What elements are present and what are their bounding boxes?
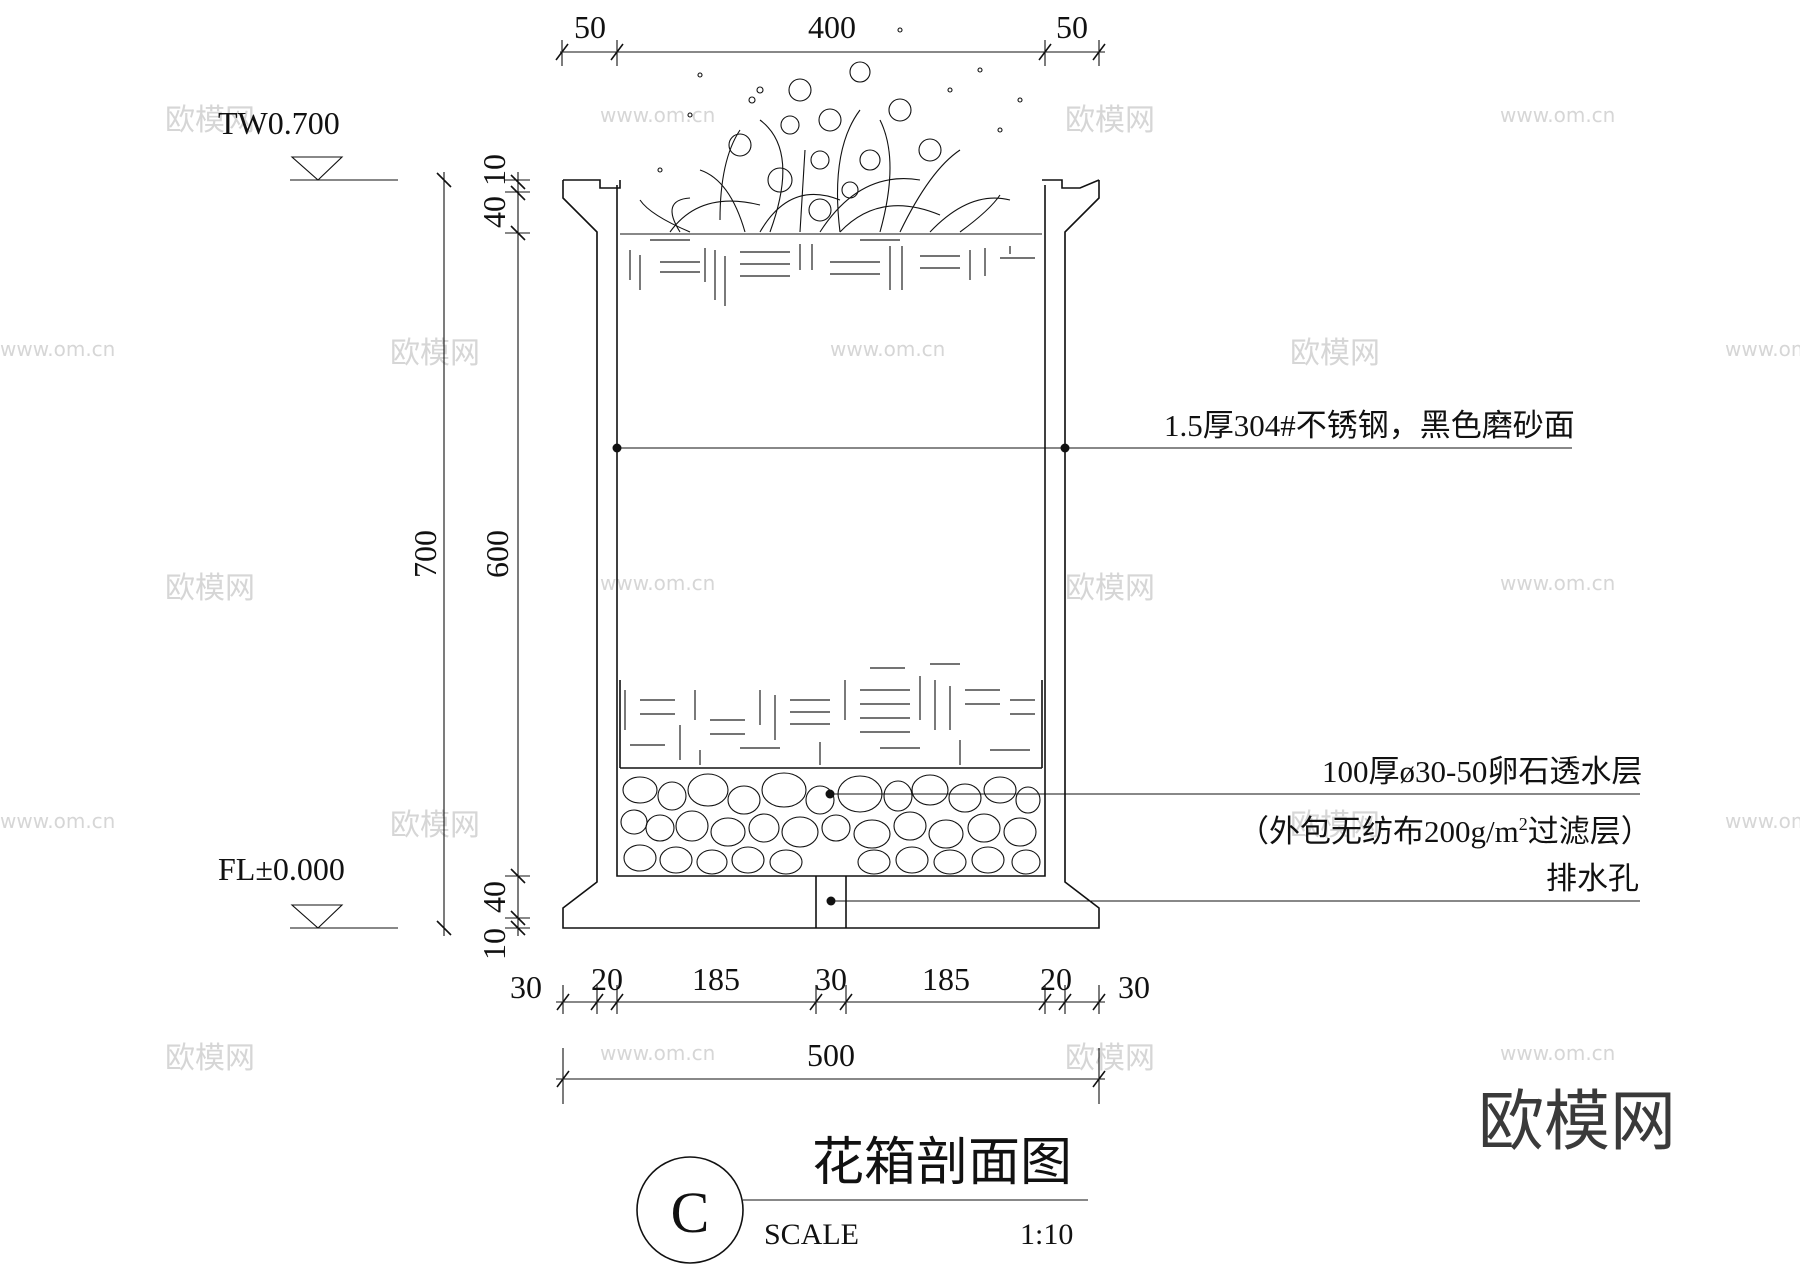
watermark-brand: 欧模网 [165, 103, 255, 138]
bottom-dimension-detail: 30 20 185 30 185 20 30 [510, 961, 1150, 1014]
dim-left-top-40: 40 [476, 196, 512, 228]
dim-bottom-185-left: 185 [692, 961, 740, 997]
brand-logo: 欧模网 [1478, 1083, 1676, 1160]
dim-left-total: 700 [407, 530, 443, 578]
watermark-brand: 欧模网 [1065, 103, 1155, 138]
scale-label: SCALE [764, 1218, 859, 1251]
note-filter: （外包无纺布200g/m2过滤层） [1238, 814, 1652, 849]
gravel-layer [620, 772, 1041, 875]
soil-hatch-bottom [624, 663, 1035, 765]
dim-top-middle: 400 [808, 9, 856, 45]
annotation-gravel: 100厚ø30-50卵石透水层 （外包无纺布200g/m2过滤层） [825, 754, 1652, 849]
watermark-url: www.om.cn [1500, 103, 1615, 127]
annotation-drain: 排水孔 [826, 861, 1640, 906]
dim-top-right: 50 [1056, 9, 1088, 45]
watermark-url: www.om.cn [1725, 809, 1800, 833]
watermark-url: www.om.cn [0, 337, 115, 361]
plant-illustration [639, 27, 1023, 233]
level-marker-top: TW0.700 [218, 105, 398, 181]
watermark-brand: 欧模网 [1290, 808, 1380, 843]
level-marker-floor: FL±0.000 [218, 851, 398, 929]
level-floor-label: FL±0.000 [218, 851, 345, 887]
watermark-brand: 欧模网 [165, 571, 255, 606]
bottom-dimension-total: 500 [556, 1037, 1106, 1104]
drawing-title: 花箱剖面图 [812, 1135, 1072, 1192]
watermark-url: www.om.cn [0, 809, 115, 833]
watermark-brand: 欧模网 [390, 336, 480, 371]
dim-bottom-30-center: 30 [815, 961, 847, 997]
watermark-url: www.om.cn [1725, 337, 1800, 361]
watermark-brand: 欧模网 [165, 1041, 255, 1076]
note-gravel: 100厚ø30-50卵石透水层 [1322, 754, 1642, 789]
watermark-url: www.om.cn [1500, 571, 1615, 595]
note-drain: 排水孔 [1546, 861, 1639, 896]
top-dimension: 50 400 50 [555, 9, 1106, 66]
watermark-brand: 欧模网 [1290, 336, 1380, 371]
planter-box [562, 179, 1100, 929]
dim-bottom-20-right: 20 [1040, 961, 1072, 997]
dim-left-inner: 600 [479, 530, 515, 578]
watermark-url: www.om.cn [600, 571, 715, 595]
watermark-url: www.om.cn [600, 103, 715, 127]
soil-hatch-top [629, 239, 1035, 306]
watermark-brand: 欧模网 [1065, 571, 1155, 606]
section-label: C [671, 1180, 710, 1245]
watermark-url: www.om.cn [830, 337, 945, 361]
dim-bottom-30-left: 30 [510, 969, 542, 1005]
dim-bottom-total: 500 [807, 1037, 855, 1073]
scale-value: 1:10 [1020, 1218, 1073, 1251]
watermark-url: www.om.cn [1500, 1041, 1615, 1065]
watermark-layer: 欧模网 www.om.cn 欧模网 www.om.cn www.om.cn 欧模… [0, 103, 1800, 1076]
left-dimension-total: 700 [407, 172, 452, 936]
note-steel: 1.5厚304#不锈钢，黑色磨砂面 [1164, 408, 1575, 443]
left-dimension-inner: 600 40 10 40 10 [476, 154, 530, 960]
title-block: C 花箱剖面图 SCALE 1:10 [636, 1135, 1088, 1264]
watermark-url: www.om.cn [600, 1041, 715, 1065]
annotation-steel: 1.5厚304#不锈钢，黑色磨砂面 [612, 408, 1575, 453]
dim-bottom-30-right: 30 [1118, 969, 1150, 1005]
level-top-label: TW0.700 [218, 105, 340, 141]
dim-bottom-20-left: 20 [591, 961, 623, 997]
dim-left-bottom-40: 40 [476, 881, 512, 913]
dim-top-left: 50 [574, 9, 606, 45]
watermark-brand: 欧模网 [390, 808, 480, 843]
watermark-brand: 欧模网 [1065, 1041, 1155, 1076]
dim-left-top-10: 10 [476, 154, 512, 186]
dim-bottom-185-right: 185 [922, 961, 970, 997]
dim-left-bottom-10: 10 [476, 928, 512, 960]
